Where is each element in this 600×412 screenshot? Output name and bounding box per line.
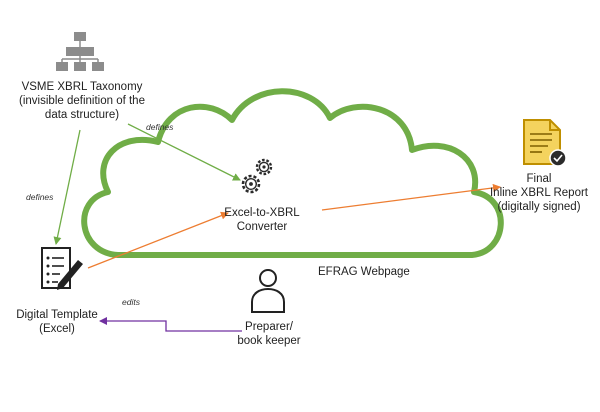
converter-label: Excel-to-XBRL Converter — [224, 207, 300, 233]
taxonomy-label: VSME XBRL Taxonomy (invisible definition… — [19, 81, 145, 121]
efrag-webpage-label: EFRAG Webpage — [318, 266, 410, 278]
checklist-pen-icon — [41, 247, 83, 290]
edits-edge-label: edits — [122, 297, 140, 307]
preparer-label: Preparer/ book keeper — [237, 321, 301, 347]
person-icon — [251, 269, 285, 313]
template-to-converter-arrow — [87, 211, 229, 269]
defines-template-arrow — [53, 129, 81, 245]
defines-converter-arrow — [127, 123, 241, 181]
defines-template-edge-label: defines — [26, 192, 54, 202]
template-label: Digital Template (Excel) — [16, 309, 98, 335]
hierarchy-icon — [56, 32, 104, 71]
report-label: Final Inline XBRL Report (digitally sign… — [489, 173, 588, 213]
defines-converter-edge-label: defines — [146, 122, 174, 132]
edits-arrow — [99, 317, 242, 332]
cloud-icon — [81, 88, 504, 258]
signed-document-icon — [523, 119, 567, 167]
gears-icon — [241, 158, 273, 194]
converter-to-report-arrow — [321, 183, 501, 211]
